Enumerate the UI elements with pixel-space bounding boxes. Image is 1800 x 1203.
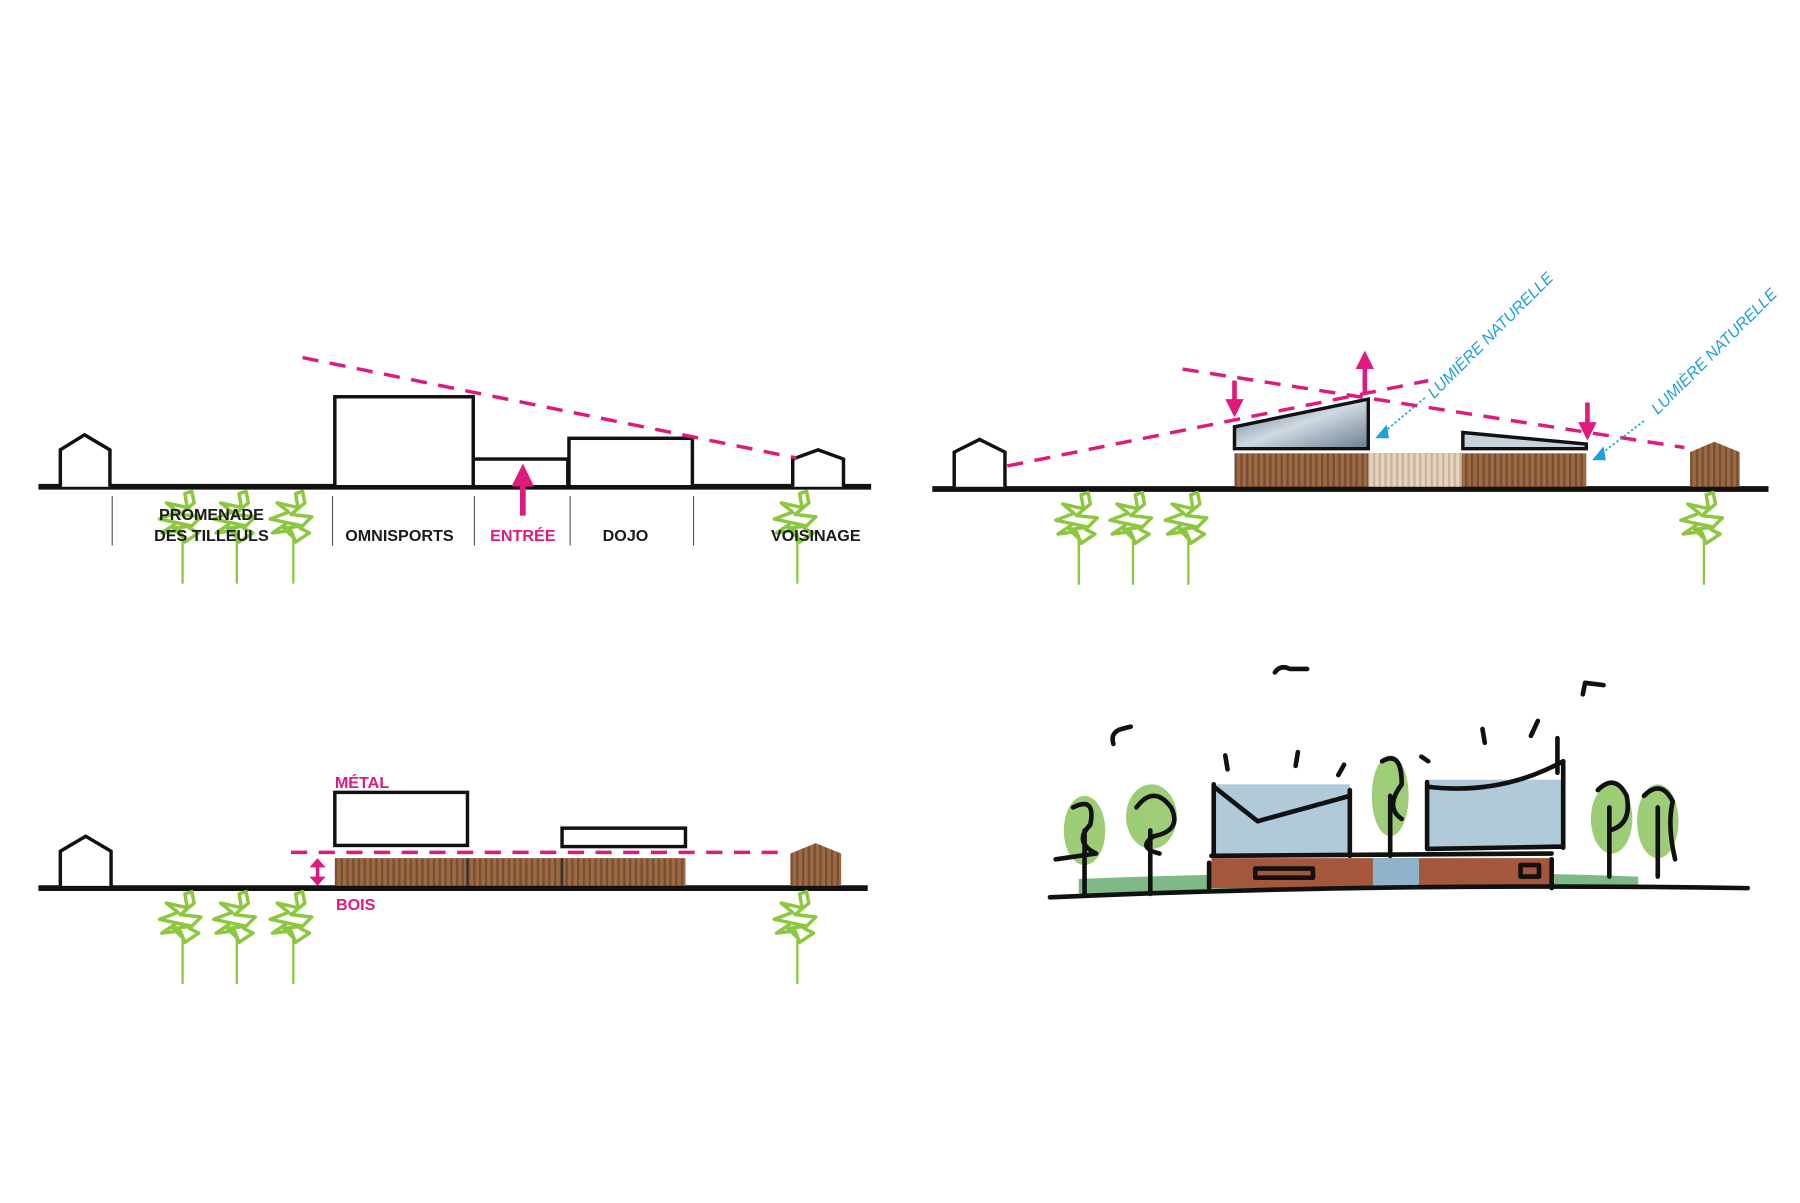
height-line bbox=[1182, 367, 1685, 450]
bird-icon bbox=[1110, 724, 1133, 747]
entrance-wood bbox=[1368, 453, 1462, 487]
light-arrow-icon bbox=[1375, 424, 1390, 439]
double-arrow-icon bbox=[309, 858, 326, 886]
tree-icon bbox=[1108, 490, 1154, 587]
label-promenade: PROMENADE bbox=[159, 506, 264, 524]
tree-icon bbox=[268, 889, 314, 986]
label-dojo: DOJO bbox=[603, 527, 649, 545]
label-entree: ENTRÉE bbox=[490, 526, 556, 545]
tree-icon bbox=[211, 889, 257, 986]
separators bbox=[111, 495, 695, 546]
house-icon bbox=[58, 432, 112, 487]
wood-house-icon bbox=[790, 843, 842, 886]
metal-volume-small bbox=[560, 826, 688, 849]
light-ray bbox=[1381, 397, 1426, 435]
label-natural-light: LUMIÈRE NATURELLE bbox=[1647, 284, 1781, 418]
tree-icon bbox=[1163, 490, 1209, 587]
tree-icon bbox=[157, 889, 203, 986]
bird-icon bbox=[1580, 680, 1606, 697]
house-icon bbox=[952, 437, 1007, 487]
house-icon bbox=[791, 447, 846, 487]
height-line bbox=[302, 355, 797, 460]
sketch-lines bbox=[1047, 664, 1751, 900]
wood-base bbox=[334, 858, 686, 886]
tree-icon bbox=[268, 489, 314, 586]
house-icon bbox=[58, 834, 113, 886]
tree-icon bbox=[772, 889, 818, 986]
label-voisinage: VOISINAGE bbox=[771, 527, 861, 545]
panel-light: LUMIÈRE NATURELLE LUMIÈRE NATURELLE bbox=[932, 268, 1781, 587]
bird-icon bbox=[1272, 664, 1310, 675]
wood-house-icon bbox=[1690, 441, 1740, 487]
label-omnisports: OMNISPORTS bbox=[345, 527, 454, 545]
tree-icon bbox=[1053, 490, 1099, 587]
glass-roof-left bbox=[1232, 396, 1371, 451]
panel-volumes: PROMENADE DES TILLEULS OMNISPORTS ENTRÉE… bbox=[38, 355, 872, 586]
sketch-glass bbox=[1211, 784, 1350, 856]
glass-roof-right bbox=[1461, 430, 1589, 451]
panel-materials: MÉTAL BOIS bbox=[38, 773, 868, 986]
panel-sketch bbox=[1047, 664, 1751, 900]
tree-icon bbox=[1679, 490, 1725, 587]
label-metal: MÉTAL bbox=[335, 773, 389, 792]
dojo-volume bbox=[567, 436, 695, 489]
label-promenade-2: DES TILLEULS bbox=[154, 527, 269, 545]
label-natural-light: LUMIÈRE NATURELLE bbox=[1423, 268, 1557, 402]
sketch-glass bbox=[1427, 779, 1564, 849]
label-wood: BOIS bbox=[336, 896, 376, 914]
metal-volume bbox=[333, 790, 470, 848]
light-arrow-icon bbox=[1592, 446, 1606, 461]
omnisports-volume bbox=[333, 395, 475, 489]
